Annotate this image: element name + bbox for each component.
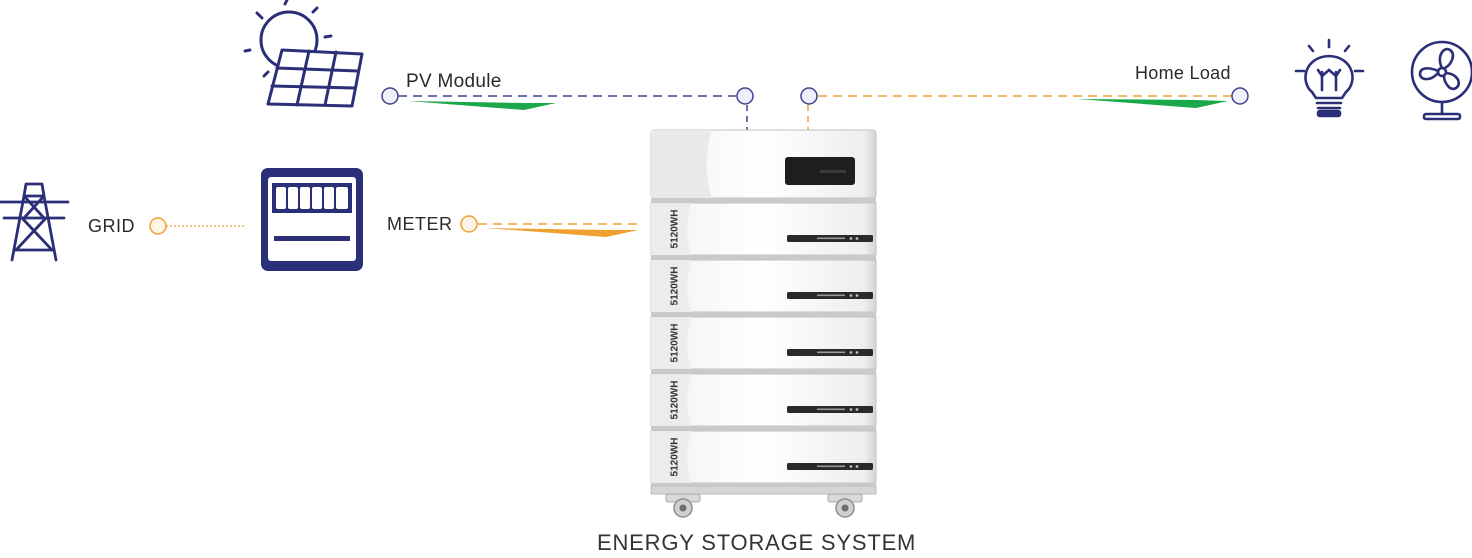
wheel-right <box>827 493 863 518</box>
system-title: ENERGY STORAGE SYSTEM <box>597 530 917 555</box>
module-capacity-label: 5120WH <box>670 438 681 477</box>
module-capacity-label: 5120WH <box>670 324 681 363</box>
pv-connector-right <box>736 87 754 105</box>
meter-connector <box>460 215 478 233</box>
load-connector-right <box>1231 87 1249 105</box>
wheel-left <box>665 493 701 518</box>
battery-module: 5120WH <box>650 373 877 431</box>
battery-cabinet: 5120WH 5120WH 5120WH 5120WH 5120WH <box>650 129 877 518</box>
solar-panel-icon <box>243 0 364 108</box>
home-load-label: Home Load <box>1135 63 1231 83</box>
pv-module-label: PV Module <box>406 71 502 92</box>
battery-modules: 5120WH 5120WH 5120WH 5120WH 5120WH <box>650 202 877 488</box>
grid-label: GRID <box>88 216 135 236</box>
meter-label: METER <box>387 214 453 234</box>
meter-connection <box>460 215 640 237</box>
meter-icon <box>261 168 363 271</box>
home-load-connection <box>800 87 1249 130</box>
battery-module: 5120WH <box>650 430 877 488</box>
module-capacity-label: 5120WH <box>670 381 681 420</box>
fan-icon <box>1410 40 1472 121</box>
pv-connection <box>381 87 754 130</box>
battery-module: 5120WH <box>650 259 877 317</box>
grid-connection <box>149 217 246 235</box>
battery-module: 5120WH <box>650 316 877 374</box>
pv-connector-left <box>381 87 399 105</box>
load-connector-left <box>800 87 818 105</box>
module-capacity-label: 5120WH <box>670 210 681 249</box>
grid-connector <box>149 217 167 235</box>
transmission-tower-icon <box>0 182 70 262</box>
module-capacity-label: 5120WH <box>670 267 681 306</box>
light-bulb-icon <box>1294 38 1365 118</box>
battery-module: 5120WH <box>650 202 877 260</box>
